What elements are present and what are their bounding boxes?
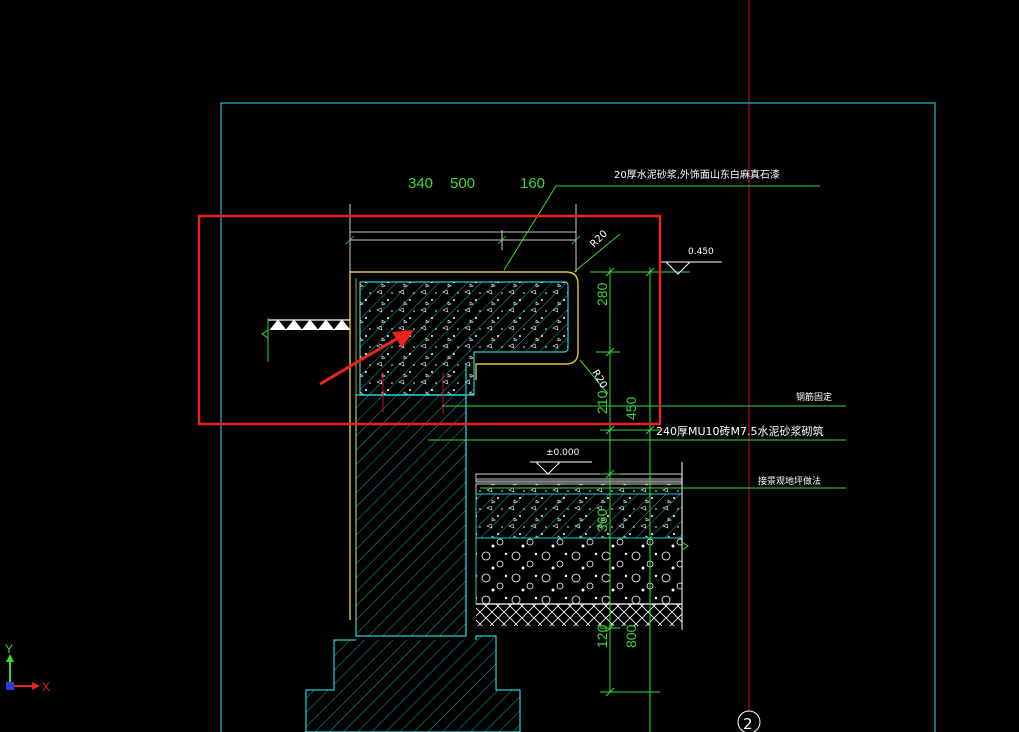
radius-top-label: R20 bbox=[588, 228, 610, 250]
arrow-icon bbox=[319, 330, 414, 386]
finish-outline bbox=[349, 271, 579, 620]
level-top: 0.450 bbox=[688, 247, 714, 257]
axis-bubble: 2 bbox=[737, 710, 761, 732]
level-ground: ±0.000 bbox=[546, 448, 580, 458]
leader-lines bbox=[428, 185, 846, 489]
left-ground-symbol bbox=[261, 318, 351, 362]
wall-note: 240厚MU10砖M7.5水泥砂浆砌筑 bbox=[656, 424, 824, 438]
dim-360: 360 bbox=[594, 508, 610, 532]
ucs-y-label: Y bbox=[5, 642, 13, 656]
dim-280: 280 bbox=[594, 282, 610, 306]
paving-layers bbox=[475, 462, 689, 630]
level-marker-icon bbox=[530, 261, 722, 475]
rebar-note: 钢筋固定 bbox=[796, 391, 832, 403]
dim-120: 120 bbox=[594, 624, 610, 648]
dim-800: 800 bbox=[623, 624, 639, 648]
ucs-x-label: X bbox=[42, 680, 50, 694]
dim-340: 340 bbox=[408, 175, 433, 192]
right-dimension-lines bbox=[590, 267, 690, 732]
ucs-axis-icon: Y X bbox=[5, 642, 50, 694]
brick-wall-section bbox=[355, 394, 467, 637]
dim-210: 210 bbox=[594, 390, 610, 414]
dim-160: 160 bbox=[520, 175, 545, 192]
radius-bottom-label: R20 bbox=[589, 368, 608, 391]
top-dimension-lines bbox=[345, 204, 581, 272]
coping-cap-aggregate bbox=[360, 282, 568, 395]
finish-note: 20厚水泥砂浆,外饰面山东白麻真石漆 bbox=[614, 168, 780, 181]
axis-number: 2 bbox=[743, 715, 753, 732]
foundation-footing bbox=[305, 635, 521, 732]
drawing-frame bbox=[220, 102, 936, 732]
highlight-box bbox=[197, 214, 662, 426]
paving-note: 接景观地坪做法 bbox=[758, 475, 821, 487]
dim-450: 450 bbox=[623, 396, 639, 420]
dim-500: 500 bbox=[450, 175, 475, 192]
